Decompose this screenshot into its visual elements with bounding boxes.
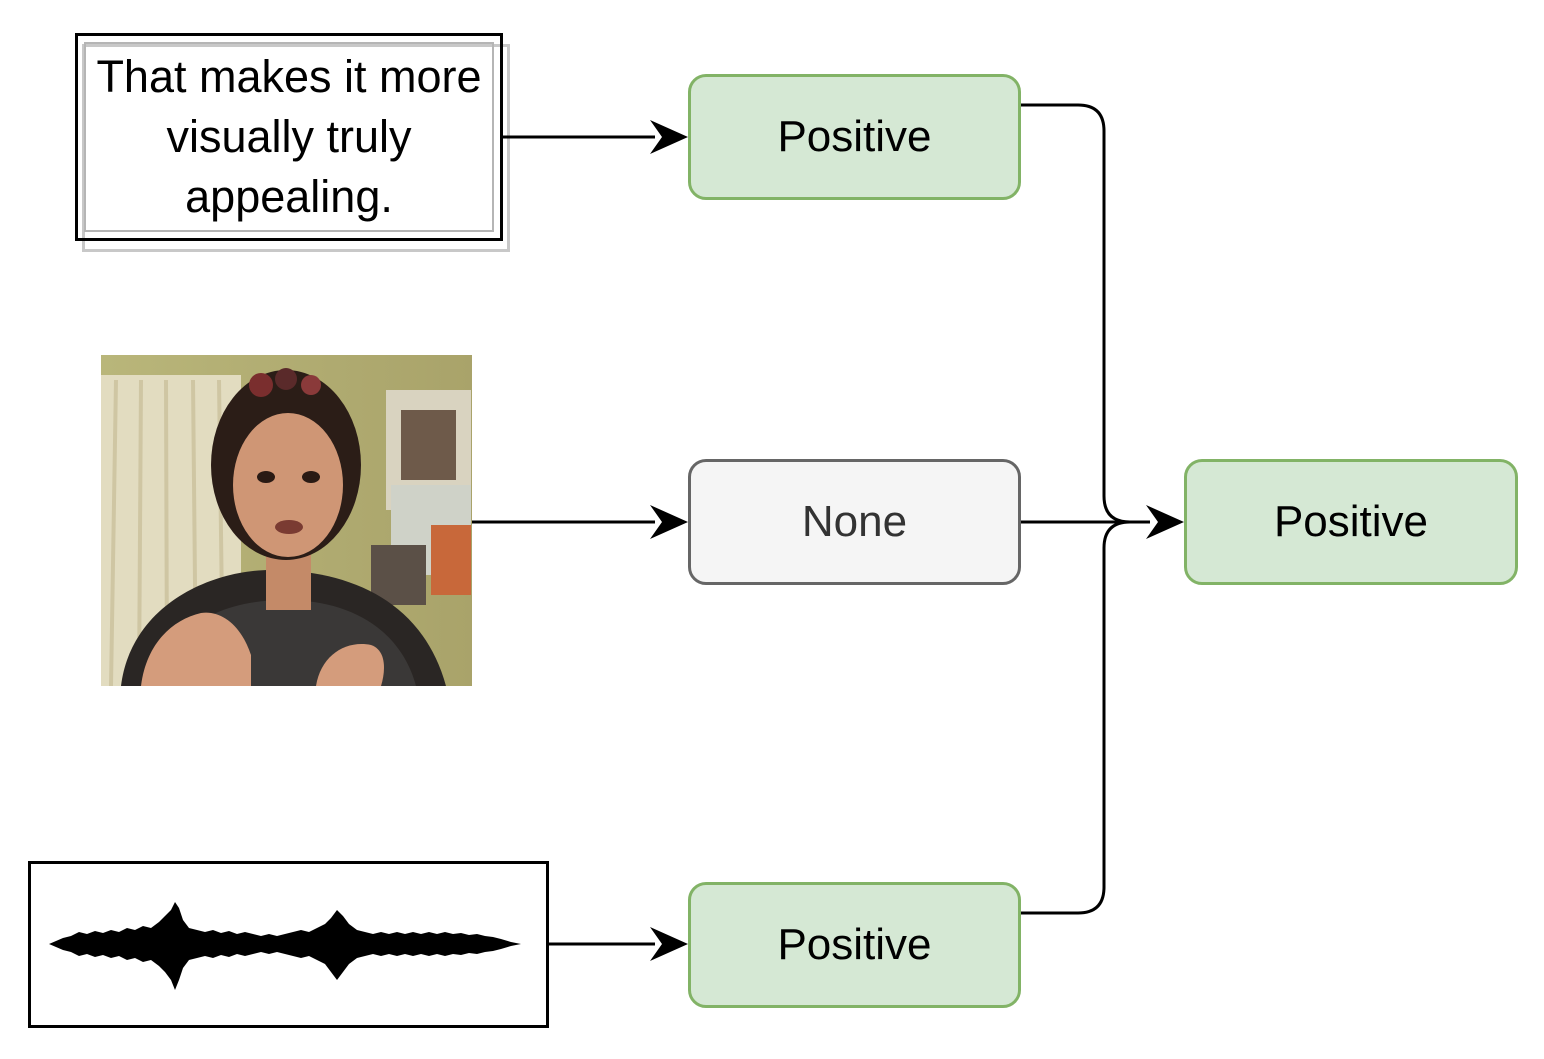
text-input-shadow <box>82 44 510 252</box>
arrowhead-text <box>650 120 688 154</box>
audio-waveform-icon <box>49 902 521 990</box>
connector-text-label-to-fusion <box>1021 103 1131 524</box>
speaker-illustration <box>101 355 472 686</box>
image-sentiment-label: None <box>801 497 908 546</box>
video-frame-image <box>101 355 472 686</box>
text-input-box: That makes it more visually truly appeal… <box>75 33 503 241</box>
audio-waveform-box <box>28 861 549 1028</box>
arrowhead-audio <box>650 927 688 961</box>
text-input-inner-border <box>84 42 494 232</box>
image-sentiment-node: None <box>688 459 1021 585</box>
audio-sentiment-label: Positive <box>777 920 932 969</box>
text-input-utterance: That makes it more visually truly appeal… <box>96 51 482 222</box>
audio-sentiment-node: Positive <box>688 882 1021 1008</box>
fused-sentiment-node: Positive <box>1184 459 1518 585</box>
fused-sentiment-label: Positive <box>1273 497 1429 546</box>
arrowhead-fusion <box>1146 505 1184 539</box>
connector-audio-label-to-fusion <box>1021 520 1131 915</box>
text-sentiment-label: Positive <box>777 112 932 161</box>
arrowhead-image <box>650 505 688 539</box>
text-sentiment-node: Positive <box>688 74 1021 200</box>
